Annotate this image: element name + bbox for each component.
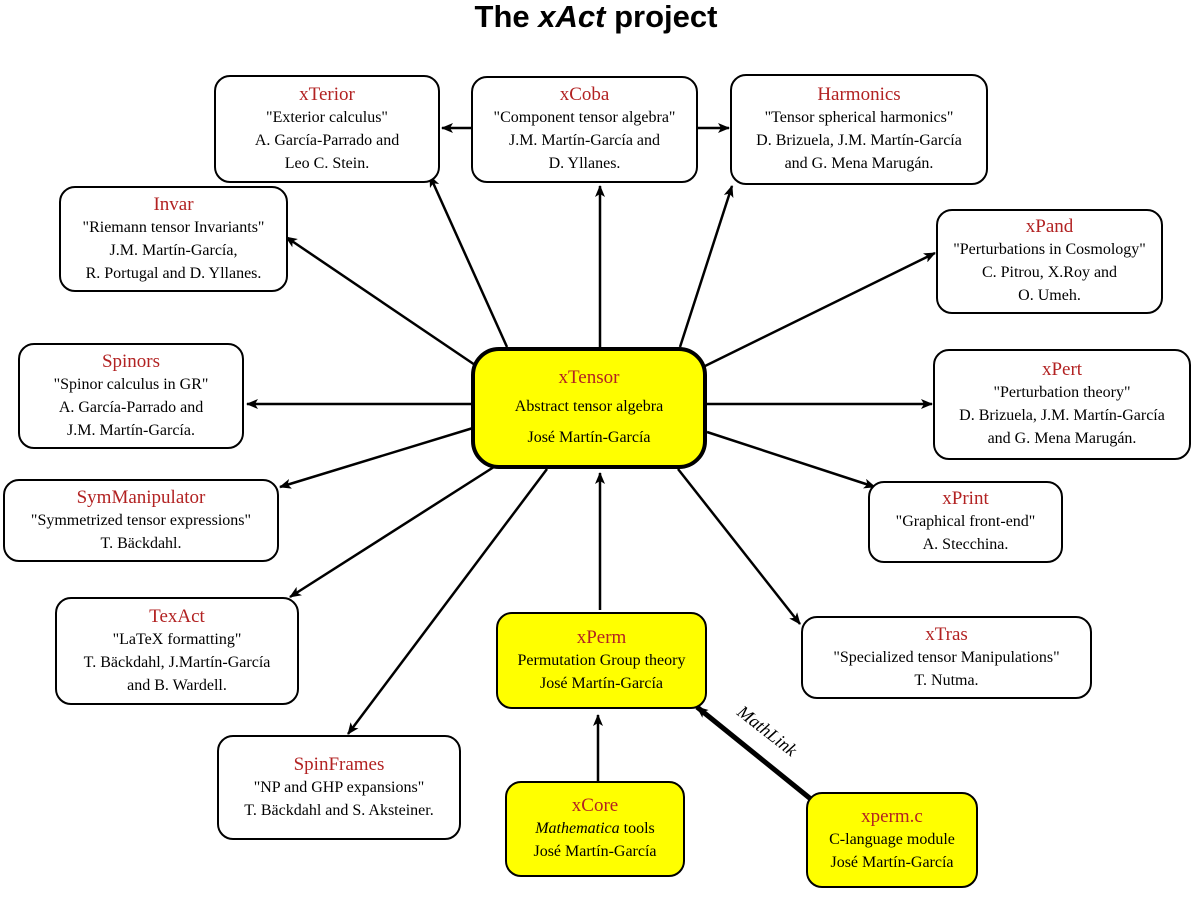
node-desc: "Exterior calculus" — [266, 108, 388, 126]
node-name: xPrint — [942, 488, 989, 509]
node-authors-2: and G. Mena Marugán. — [784, 155, 934, 172]
node-name: SymManipulator — [76, 486, 206, 508]
node-name: xTerior — [299, 83, 355, 105]
node-authors-2: J.M. Martín-García. — [67, 421, 195, 439]
node-harmonics: Harmonics "Tensor spherical harmonics" D… — [730, 74, 988, 185]
edge-xtensor-symmanip — [279, 426, 474, 489]
edge-xtensor-xterior — [428, 175, 509, 348]
node-authors: T. Nutma. — [914, 671, 979, 689]
node-xprint: xPrint "Graphical front-end" A. Stecchin… — [868, 481, 1063, 563]
node-xpand: xPand "Perturbations in Cosmology" C. Pi… — [936, 209, 1163, 314]
node-spinframes: SpinFrames "NP and GHP expansions" T. Bä… — [217, 735, 461, 840]
node-authors: J.M. Martín-García, — [109, 241, 238, 259]
node-desc: "Symmetrized tensor expressions" — [30, 511, 252, 529]
edge-xtensor-xpand — [702, 251, 936, 369]
node-xcoba: xCoba "Component tensor algebra" J.M. Ma… — [471, 76, 698, 183]
node-authors-2: O. Umeh. — [1018, 287, 1081, 304]
node-authors-2: R. Portugal and D. Yllanes. — [85, 264, 262, 282]
node-desc: "Graphical front-end" — [895, 513, 1036, 530]
page-title: The xAct project — [474, 0, 718, 34]
node-xterior: xTerior "Exterior calculus" A. García-Pa… — [214, 75, 440, 183]
node-authors-2: and B. Wardell. — [127, 676, 227, 694]
node-desc: "Perturbations in Cosmology" — [953, 241, 1146, 258]
node-desc: "Riemann tensor Invariants" — [82, 218, 265, 236]
node-name: xPand — [1025, 216, 1074, 237]
node-desc: "Spinor calculus in GR" — [53, 375, 209, 393]
node-authors: José Martín-García — [539, 674, 664, 692]
node-desc: "Perturbation theory" — [993, 384, 1131, 401]
edge-xtensor-xtras — [677, 468, 801, 625]
node-desc: "NP and GHP expansions" — [253, 778, 425, 796]
edge-label-mathlink: MathLink — [733, 701, 802, 761]
node-authors: J.M. Martín-García and — [508, 132, 661, 149]
node-desc: "Specialized tensor Manipulations" — [833, 648, 1060, 666]
node-xperm: xPerm Permutation Group theory José Mart… — [496, 612, 707, 709]
node-name: xCore — [571, 795, 619, 816]
node-name: xPerm — [576, 626, 627, 648]
node-name: TexAct — [149, 605, 205, 627]
node-desc: "Component tensor algebra" — [493, 109, 676, 126]
node-xtras: xTras "Specialized tensor Manipulations"… — [801, 616, 1092, 699]
node-xtensor: xTensor Abstract tensor algebra José Mar… — [471, 347, 707, 469]
node-authors: T. Bäckdahl, J.Martín-García — [83, 653, 271, 671]
node-xcore: xCore Mathematica tools José Martín-Garc… — [505, 781, 685, 877]
node-name: xCoba — [559, 84, 610, 105]
edge-xtensor-harmonics — [678, 185, 734, 348]
node-name: xperm.c — [861, 806, 923, 827]
node-name: Spinors — [101, 350, 161, 372]
node-invar: Invar "Riemann tensor Invariants" J.M. M… — [59, 186, 288, 292]
node-xpert: xPert "Perturbation theory" D. Brizuela,… — [933, 349, 1191, 460]
node-desc: Permutation Group theory — [517, 651, 686, 669]
edge-xtensor-texact — [289, 463, 498, 599]
node-name: SpinFrames — [293, 753, 385, 775]
node-name: xTensor — [558, 367, 620, 388]
node-authors: José Martín-García — [533, 843, 657, 860]
node-authors: A. García-Parrado and — [58, 398, 204, 416]
node-desc: C-language module — [829, 831, 955, 848]
node-authors-2: D. Yllanes. — [548, 155, 621, 172]
node-authors: José Martín-García — [830, 854, 954, 871]
node-authors: A. Stecchina. — [922, 536, 1009, 553]
node-xpermc: xperm.c C-language module José Martín-Ga… — [806, 792, 978, 888]
node-desc: Abstract tensor algebra — [514, 398, 664, 415]
node-authors: T. Bäckdahl and S. Aksteiner. — [244, 801, 434, 819]
node-name: Harmonics — [817, 84, 901, 105]
edge-xtensor-spinframes — [347, 468, 548, 735]
node-authors: A. García-Parrado and — [254, 131, 400, 149]
node-symmanipulator: SymManipulator "Symmetrized tensor expre… — [3, 479, 279, 562]
node-authors: D. Brizuela, J.M. Martín-García — [959, 407, 1165, 424]
node-desc: Mathematica tools — [535, 820, 655, 837]
node-authors: T. Bäckdahl. — [100, 534, 182, 552]
node-authors: C. Pitrou, X.Roy and — [981, 264, 1118, 281]
node-authors-2: Leo C. Stein. — [284, 154, 370, 172]
edge-xtensor-invar — [285, 235, 479, 369]
node-name: xTras — [925, 623, 968, 645]
node-desc: "LaTeX formatting" — [112, 630, 242, 648]
node-texact: TexAct "LaTeX formatting" T. Bäckdahl, J… — [55, 597, 299, 705]
edge-xtensor-xprint — [706, 430, 876, 489]
node-name: xPert — [1041, 359, 1083, 380]
node-name: Invar — [153, 193, 194, 215]
node-desc: "Tensor spherical harmonics" — [764, 109, 954, 126]
node-authors: José Martín-García — [527, 429, 651, 446]
edge-xpermc-xperm — [695, 705, 814, 802]
node-authors-2: and G. Mena Marugán. — [987, 430, 1137, 447]
node-spinors: Spinors "Spinor calculus in GR" A. Garcí… — [18, 343, 244, 449]
node-authors: D. Brizuela, J.M. Martín-García — [756, 132, 962, 149]
